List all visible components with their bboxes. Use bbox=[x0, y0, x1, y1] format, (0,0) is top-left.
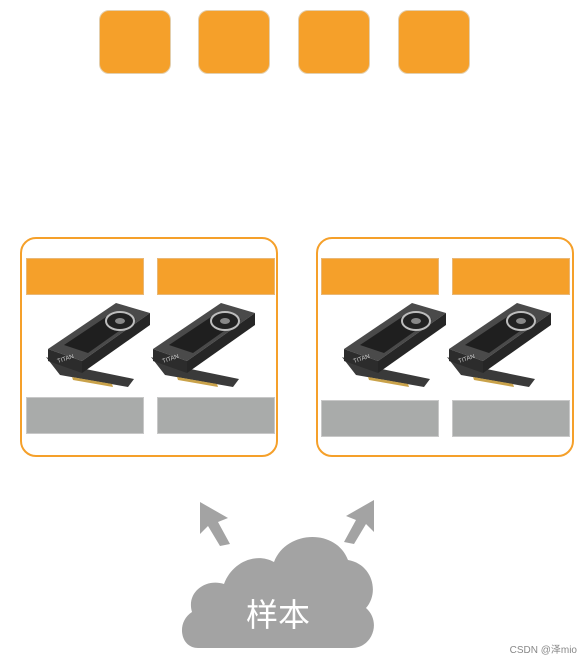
arrow-up-right-icon bbox=[344, 500, 374, 544]
arrow-up-left-icon bbox=[200, 502, 230, 546]
top-block-3 bbox=[298, 10, 370, 74]
node-1-orange-bar-left bbox=[26, 258, 144, 295]
gpu-card-icon bbox=[341, 302, 447, 388]
node-1-gray-bar-right bbox=[157, 397, 275, 434]
top-block-2 bbox=[198, 10, 270, 74]
top-block-1 bbox=[99, 10, 171, 74]
gpu-node-2 bbox=[316, 237, 574, 457]
node-2-orange-bar-right bbox=[452, 258, 570, 295]
cloud-label: 样本 bbox=[245, 596, 310, 634]
gpu-node-1 bbox=[20, 237, 278, 457]
gpu-card-icon bbox=[150, 302, 256, 388]
node-2-gray-bar-right bbox=[452, 400, 570, 437]
watermark: CSDN @泽mio bbox=[509, 645, 577, 656]
node-2-gray-bar-left bbox=[321, 400, 439, 437]
gpu-card-icon bbox=[446, 302, 552, 388]
top-block-4 bbox=[398, 10, 470, 74]
cloud-icon bbox=[181, 536, 374, 648]
gpu-card-icon bbox=[45, 302, 151, 388]
node-2-orange-bar-left bbox=[321, 258, 439, 295]
node-1-gray-bar-left bbox=[26, 397, 144, 434]
node-1-orange-bar-right bbox=[157, 258, 275, 295]
